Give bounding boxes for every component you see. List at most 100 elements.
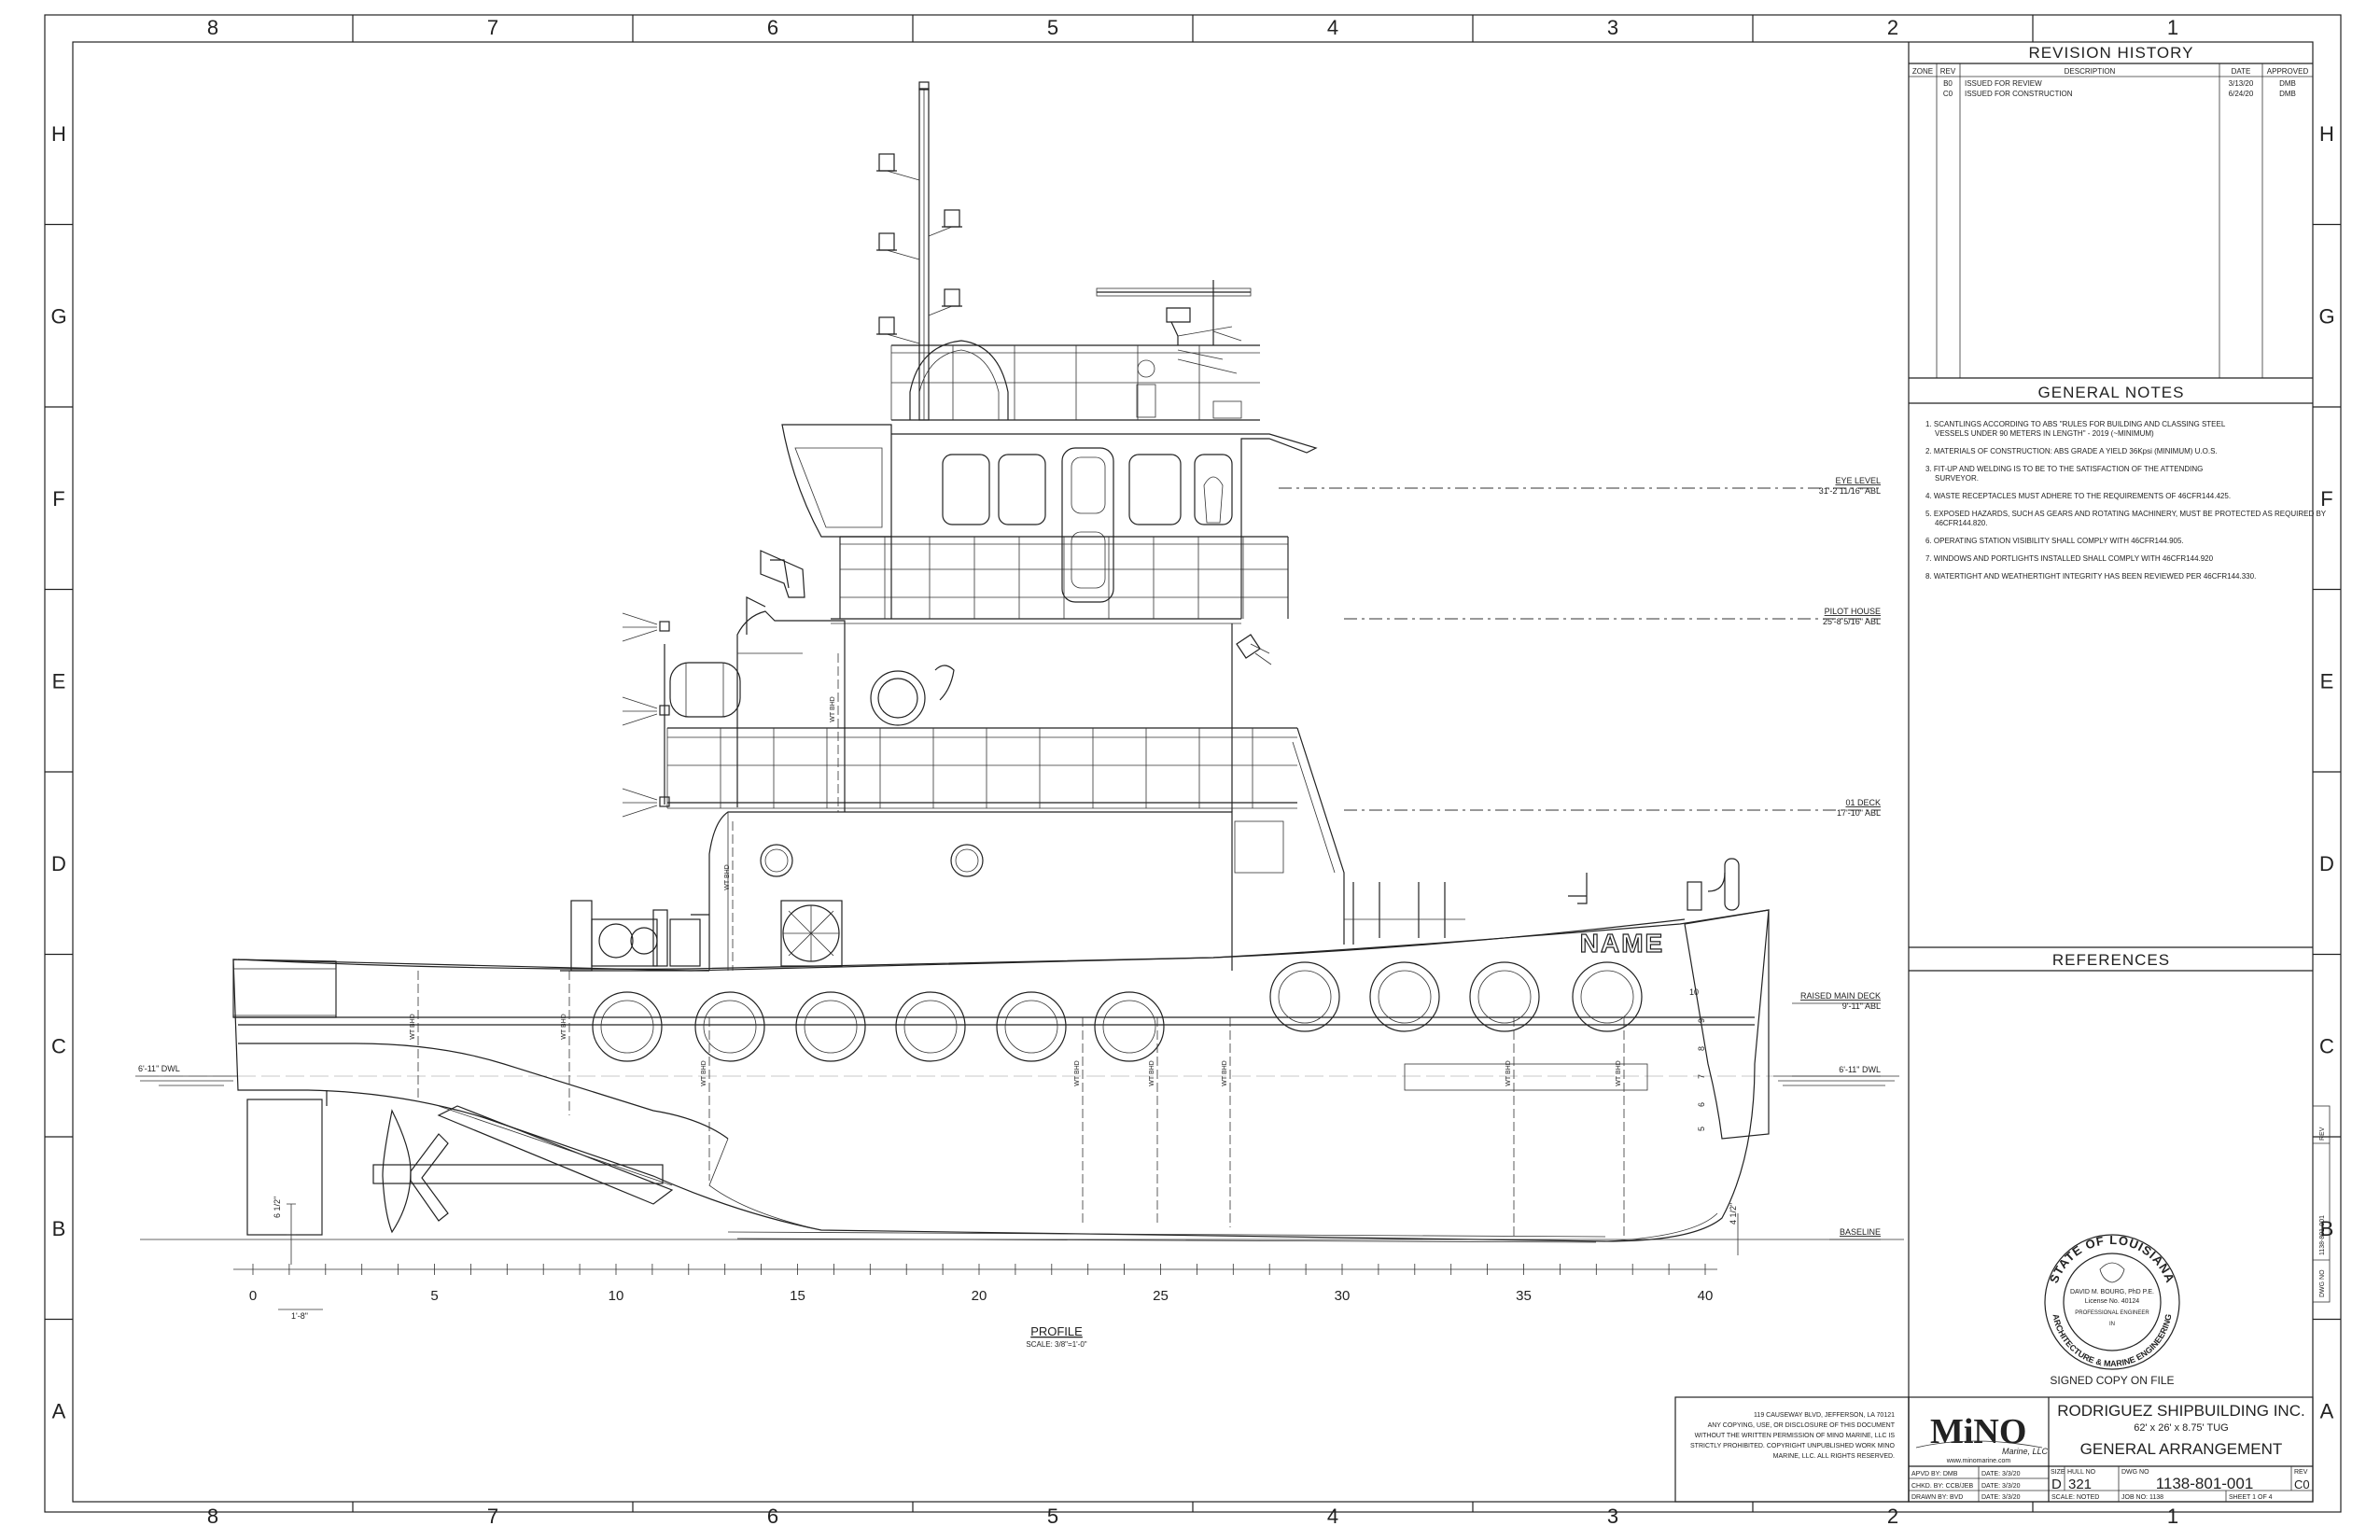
rev-row-rev: C0: [1943, 90, 1953, 98]
general-note-line: 6. OPERATING STATION VISIBILITY SHALL CO…: [1925, 537, 2184, 545]
frame-tick-label: 20: [972, 1288, 987, 1304]
elevation-value: 31'-2 11/16" ABL: [1819, 486, 1881, 496]
dwl-label-left: 6'-11" DWL: [138, 1064, 180, 1073]
dwg-label: DWG NO: [2121, 1469, 2149, 1476]
approved-by: APVD BY: DMB: [1911, 1471, 1958, 1477]
draft-mark: 6: [1697, 1102, 1706, 1107]
revision-history-title: REVISION HISTORY: [2029, 44, 2194, 62]
rev-row-description: ISSUED FOR CONSTRUCTION: [1965, 90, 2073, 98]
zone-row-label: F: [52, 487, 64, 511]
frame-tick-label: 15: [790, 1288, 805, 1304]
tire-fender: [1094, 991, 1165, 1062]
general-note-line: 3. FIT-UP AND WELDING IS TO BE TO THE SA…: [1925, 465, 2203, 473]
dim-6-half: 6 1/2": [273, 1197, 282, 1218]
rev-row-approved: DMB: [2279, 79, 2296, 88]
hull-outline: [232, 909, 1770, 1242]
zone-column-label: 7: [487, 1505, 498, 1528]
references-section: REFERENCES: [1909, 946, 2313, 972]
seal-title: PROFESSIONAL ENGINEER: [2075, 1310, 2149, 1316]
01-deck-railing: [666, 727, 1740, 945]
zone-row-label: F: [2320, 487, 2332, 511]
checked-date: DATE: 3/3/20: [1981, 1483, 2021, 1490]
vessel-description: 62' x 26' x 8.75' TUG: [2134, 1422, 2228, 1434]
main-deckhouse: [708, 811, 1284, 971]
zone-row-label: E: [2320, 669, 2334, 693]
zone-column-label: 6: [767, 1505, 778, 1528]
zone-row-label: G: [50, 304, 66, 328]
rev-header-description: DESCRIPTION: [2065, 67, 2116, 76]
frame-tick-label: 25: [1153, 1288, 1169, 1304]
sheet-border: [44, 14, 2342, 1513]
rev-row-approved: DMB: [2279, 90, 2296, 98]
tow-winch: [560, 900, 709, 972]
zone-column-label: 3: [1607, 1505, 1618, 1528]
zone-row-label: B: [52, 1217, 66, 1240]
rev-header-rev: REV: [1940, 67, 1956, 76]
rev-row-rev: B0: [1943, 79, 1953, 88]
seal-field: IN: [2109, 1322, 2115, 1327]
bulkhead-label: WT BHD: [1074, 1060, 1081, 1085]
draft-marks: 10 9 8 7 6 5: [1689, 987, 1706, 1131]
rev-row-description: ISSUED FOR REVIEW: [1965, 79, 2042, 88]
tire-fender: [592, 991, 663, 1062]
bulkhead-label: WT BHD: [561, 1014, 567, 1039]
frame-tick-label: 40: [1698, 1288, 1714, 1304]
general-note-line: 1. SCANTLINGS ACCORDING TO ABS "RULES FO…: [1925, 420, 2226, 428]
side-tab-rev: REV: [2319, 1127, 2326, 1141]
bulkhead-label: WT BHD: [410, 1014, 416, 1039]
frame-tick-label: 10: [609, 1288, 624, 1304]
elevation-value: 17'-10" ABL: [1837, 808, 1881, 818]
pilot-house-railing: [839, 536, 1289, 619]
mino-website: www.minomarine.com: [1946, 1458, 2011, 1464]
tire-fender: [1469, 961, 1540, 1032]
stern-light-icon: [659, 796, 670, 807]
rev-header-zone: ZONE: [1912, 67, 1933, 76]
elevation-value: 9'-11" ABL: [1842, 1001, 1881, 1011]
tire-fenders: [592, 961, 1643, 1062]
disclaimer-line: WITHOUT THE WRITTEN PERMISSION OF MINO M…: [1695, 1433, 1896, 1439]
tire-fender: [694, 991, 765, 1062]
dimension-marks: 6 1/2" 4 1/2" 1'-8": [273, 1197, 1739, 1321]
bulkhead-label: WT BHD: [724, 864, 731, 889]
tire-fender: [996, 991, 1067, 1062]
stern-light-icon: [659, 705, 670, 716]
zone-column-label: 8: [207, 1505, 218, 1528]
waterline-right: [1773, 1075, 1899, 1086]
zone-column-label: 2: [1887, 16, 1898, 39]
zone-row-label: E: [52, 669, 66, 693]
elevation-label: 6'-11" DWL: [1839, 1065, 1881, 1074]
nav-light-icon: [944, 288, 960, 307]
elevation-value: 25'-8 5/16" ABL: [1823, 617, 1881, 626]
pelican-icon: [2099, 1262, 2125, 1283]
seal-license: License No. 40124: [2085, 1298, 2139, 1305]
hull-label: HULL NO: [2067, 1469, 2096, 1476]
dwg-number: 1138-801-001: [2156, 1475, 2254, 1492]
bulkhead-label: WT BHD: [1149, 1060, 1155, 1085]
flying-bridge: [890, 340, 1260, 421]
tire-fender: [795, 991, 866, 1062]
nav-light-icon: [878, 232, 895, 251]
sheet-title: GENERAL ARRANGEMENT: [2080, 1440, 2283, 1458]
vessel-name-label: NAME: [1580, 929, 1664, 958]
draft-mark: 5: [1697, 1127, 1706, 1131]
seal-ring-text: STATE OF LOUISIANA: [2047, 1233, 2177, 1285]
disclaimer-line: 119 CAUSEWAY BLVD, JEFFERSON, LA 70121: [1754, 1412, 1895, 1419]
rev-row-date: 3/13/20: [2229, 79, 2254, 88]
disclaimer-line: ANY COPYING, USE, OR DISCLOSURE OF THIS …: [1708, 1422, 1896, 1429]
side-tab-dwg: DWG NO: [2319, 1269, 2326, 1297]
zone-row-label: B: [2320, 1217, 2334, 1240]
size-value: D: [2051, 1477, 2062, 1492]
draft-mark: 9: [1697, 1018, 1706, 1023]
hull-value: 321: [2068, 1477, 2092, 1492]
rudder-propeller: [246, 1090, 674, 1236]
disclaimer-line: MARINE, LLC. ALL RIGHTS RESERVED.: [1773, 1453, 1895, 1460]
general-note-line: 4. WASTE RECEPTACLES MUST ADHERE TO THE …: [1925, 492, 2231, 500]
bulkhead-label: WT BHD: [701, 1060, 707, 1085]
rev-value: C0: [2294, 1477, 2310, 1491]
